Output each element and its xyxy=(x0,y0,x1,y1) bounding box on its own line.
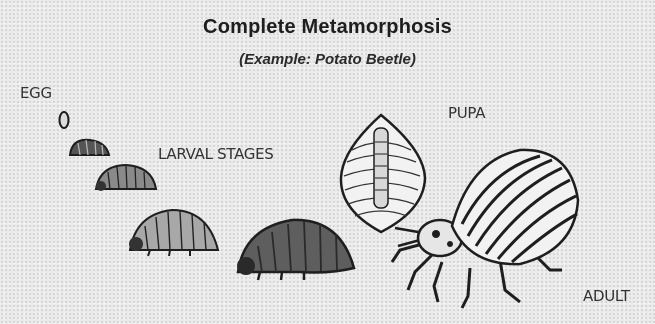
pupa-label: PUPA xyxy=(448,104,485,122)
larva-stage-4 xyxy=(237,220,354,280)
diagram-subtitle: (Example: Potato Beetle) xyxy=(0,51,655,68)
larva-stage-2 xyxy=(96,165,156,191)
adult-label: ADULT xyxy=(583,287,630,305)
pupa-illustration xyxy=(341,115,425,232)
egg-illustration xyxy=(60,112,69,128)
diagram-title: Complete Metamorphosis xyxy=(0,16,655,39)
larval-stages-label: LARVAL STAGES xyxy=(158,145,274,163)
larva-stage-1 xyxy=(70,140,109,155)
larva-stage-3 xyxy=(129,210,218,256)
egg-label: EGG xyxy=(20,84,52,102)
